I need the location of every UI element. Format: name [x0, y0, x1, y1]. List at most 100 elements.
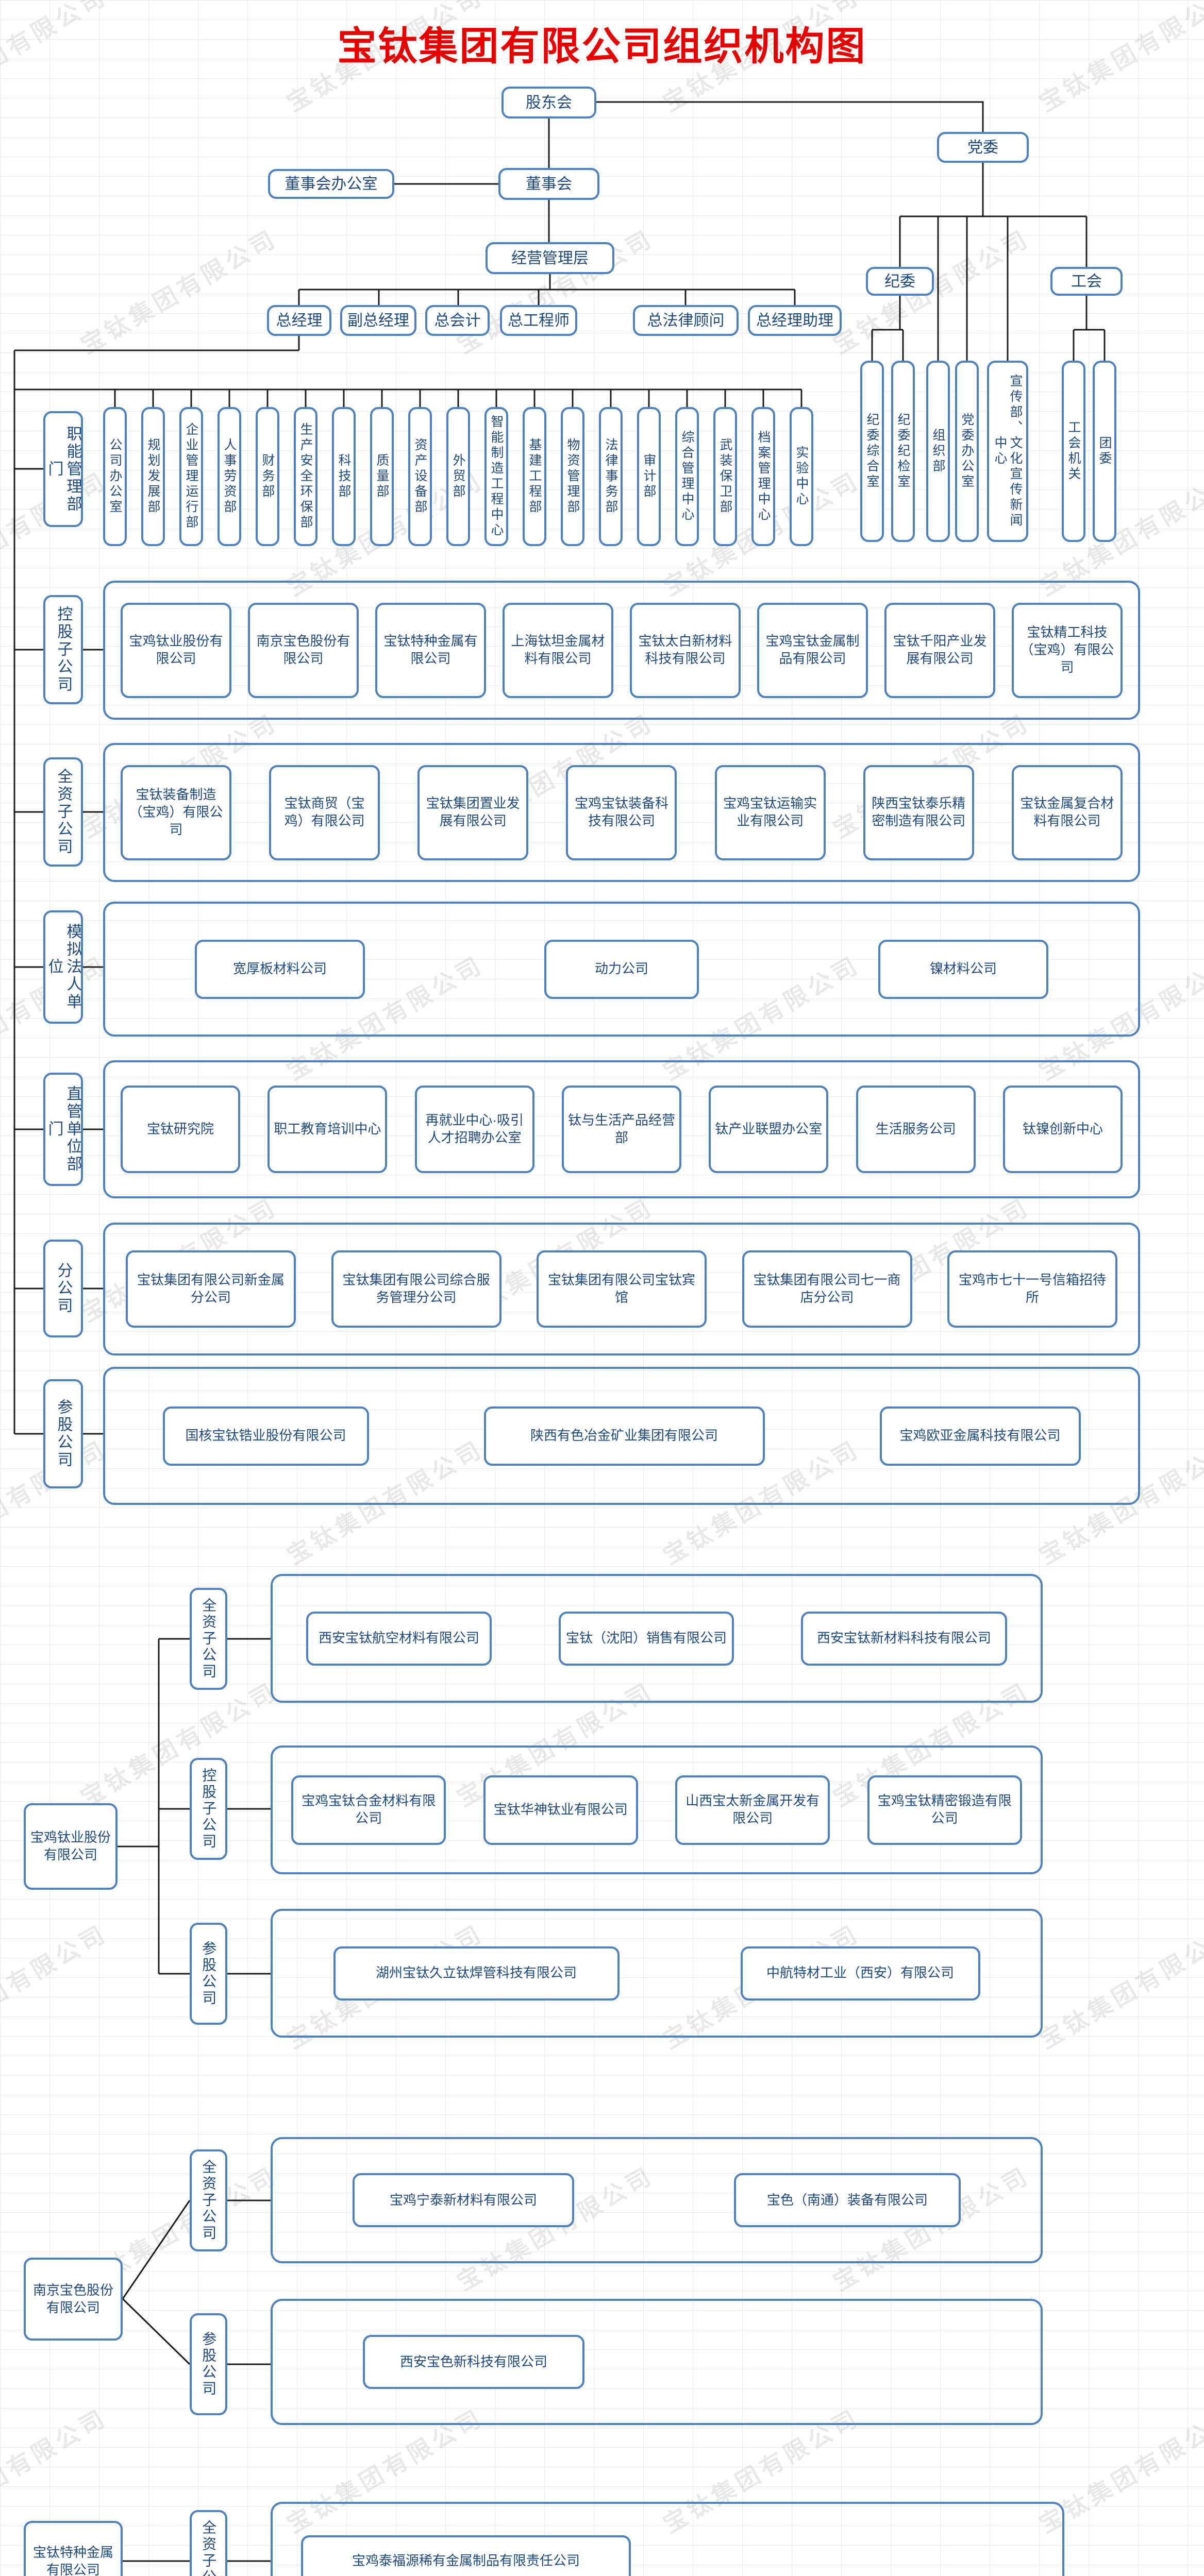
company-box: 宝鸡宝钛运输实业有限公司	[714, 765, 826, 860]
group-container-simulated-units: 宽厚板材料公司 动力公司 镍材料公司	[103, 902, 1140, 1037]
org-box-general-manager: 总经理	[267, 305, 331, 336]
company-box: 镍材料公司	[878, 939, 1048, 999]
group-container-holding: 宝鸡钛业股份有限公司 南京宝色股份有限公司 宝钛特种金属有限公司 上海钛坦金属材…	[103, 581, 1140, 720]
org-box-party-dept: 工会机关	[1062, 361, 1085, 542]
group-container: 宝鸡宁泰新材料有限公司 宝色（南通）装备有限公司	[271, 2137, 1043, 2263]
org-box-dept: 审计部	[637, 407, 661, 546]
company-box: 宝鸡宝钛装备科技有限公司	[566, 765, 677, 860]
company-box: 宝钛特种金属有限公司	[375, 602, 486, 698]
company-box: 宝钛集团置业发展有限公司	[417, 765, 529, 860]
company-box: 宝鸡市七十一号信箱招待所	[947, 1250, 1117, 1328]
org-box-chief-engineer: 总工程师	[500, 305, 577, 336]
org-box-dept: 综合管理中心	[675, 407, 699, 546]
group-label-holding-subsidiaries: 控股子公司	[43, 595, 83, 704]
company-box: 陕西有色冶金矿业集团有限公司	[483, 1406, 765, 1466]
org-box-dept: 资产设备部	[408, 407, 432, 546]
org-box-dept: 基建工程部	[523, 407, 546, 546]
org-box-dept: 科技部	[332, 407, 356, 546]
org-box-dept: 物资管理部	[561, 407, 584, 546]
org-box-dept: 档案管理中心	[751, 407, 775, 546]
org-box-board-office: 董事会办公室	[268, 169, 394, 199]
group-container-equity: 国核宝钛锆业股份有限公司 陕西有色冶金矿业集团有限公司 宝鸡欧亚金属科技有限公司	[103, 1367, 1140, 1505]
org-box-dept: 智能制造工程中心	[484, 407, 508, 546]
company-box: 宝鸡欧亚金属科技有限公司	[879, 1406, 1081, 1466]
company-box: 国核宝钛锆业股份有限公司	[162, 1406, 369, 1466]
group-label-holding: 控股子公司	[190, 1758, 227, 1860]
org-box-dept: 规划发展部	[141, 407, 165, 546]
company-box: 动力公司	[544, 939, 699, 999]
org-box-dept: 外贸部	[446, 407, 470, 546]
company-box: 宝钛千阳产业发展有限公司	[884, 602, 995, 698]
org-box-shareholders-meeting: 股东会	[501, 87, 596, 118]
company-box: 山西宝太新金属开发有限公司	[675, 1775, 830, 1845]
org-box-deputy-general-manager: 副总经理	[340, 305, 416, 336]
org-box-party-dept: 宣传部、文化宣传新闻中心	[987, 361, 1028, 542]
group-container: 宝鸡宝钛合金材料有限公司 宝钛华神钛业有限公司 山西宝太新金属开发有限公司 宝鸡…	[271, 1745, 1043, 1874]
company-box: 宝鸡宁泰新材料有限公司	[353, 2173, 574, 2227]
group-container: 西安宝色新科技有限公司	[271, 2299, 1043, 2425]
company-box: 宝钛华神钛业有限公司	[483, 1775, 638, 1845]
org-box-gm-assistant: 总经理助理	[748, 305, 842, 336]
company-box: 钛与生活产品经营部	[561, 1086, 681, 1173]
org-box-subchart-parent: 南京宝色股份有限公司	[24, 2258, 123, 2341]
company-box: 西安宝色新科技有限公司	[363, 2335, 584, 2389]
group-label-wholly-owned: 全资子公司	[43, 757, 83, 867]
company-box: 宝钛集团有限公司宝钛宾馆	[537, 1250, 707, 1328]
org-box-dept: 质量部	[370, 407, 394, 546]
group-label-wholly-owned: 全资子公司	[190, 2510, 227, 2576]
company-box: 宝钛集团有限公司七一商店分公司	[742, 1250, 912, 1328]
company-box: 宝鸡泰福源稀有金属制品有限责任公司	[301, 2535, 631, 2576]
company-box: 再就业中心·吸引人才招聘办公室	[414, 1086, 534, 1173]
org-box-labor-union: 工会	[1050, 267, 1123, 296]
org-box-dept: 企业管理运行部	[179, 407, 203, 546]
org-box-dept: 财务部	[256, 407, 279, 546]
group-container-direct-units: 宝钛研究院 职工教育培训中心 再就业中心·吸引人才招聘办公室 钛与生活产品经营部…	[103, 1060, 1140, 1198]
company-box: 中航特材工业（西安）有限公司	[740, 1946, 980, 2001]
company-box: 湖州宝钛久立钛焊管科技有限公司	[333, 1946, 620, 2001]
company-box: 宝钛太白新材料科技有限公司	[630, 602, 741, 698]
org-box-chief-accountant: 总会计	[425, 305, 490, 336]
org-box-subchart-parent: 宝钛特种金属有限公司	[24, 2521, 123, 2576]
org-box-dept: 实验中心	[790, 407, 813, 546]
org-box-dept: 法律事务部	[599, 407, 623, 546]
org-box-party-dept: 团委	[1093, 361, 1116, 542]
company-box: 钛镍创新中心	[1002, 1086, 1123, 1173]
company-box: 宝色（南通）装备有限公司	[734, 2173, 961, 2227]
org-box-discipline-committee: 纪委	[866, 267, 934, 296]
company-box: 宝钛研究院	[121, 1086, 240, 1173]
company-box: 南京宝色股份有限公司	[248, 602, 359, 698]
company-box: 宝鸡宝钛金属制品有限公司	[757, 602, 868, 698]
company-box: 西安宝钛航空材料有限公司	[306, 1611, 492, 1666]
org-box-dept: 人事劳资部	[218, 407, 241, 546]
group-container: 西安宝钛航空材料有限公司 宝钛（沈阳）销售有限公司 西安宝钛新材料科技有限公司	[271, 1574, 1043, 1703]
company-box: 宝钛精工科技（宝鸡）有限公司	[1012, 602, 1123, 698]
group-label-direct-units: 直管单位部门	[43, 1073, 83, 1186]
group-container: 湖州宝钛久立钛焊管科技有限公司 中航特材工业（西安）有限公司	[271, 1909, 1043, 2038]
company-box: 宝钛商贸（宝鸡）有限公司	[269, 765, 380, 860]
company-box: 宝钛集团有限公司综合服务管理分公司	[331, 1250, 501, 1328]
company-box: 生活服务公司	[856, 1086, 976, 1173]
group-label-wholly-owned: 全资子公司	[190, 2149, 227, 2251]
org-box-party-committee: 党委	[937, 132, 1029, 163]
org-box-party-dept: 组织部	[926, 361, 950, 542]
company-box: 上海钛坦金属材料有限公司	[503, 602, 613, 698]
group-container-wholly-owned: 宝钛装备制造（宝鸡）有限公司 宝钛商贸（宝鸡）有限公司 宝钛集团置业发展有限公司…	[103, 743, 1140, 882]
org-box-chief-legal-counsel: 总法律顾问	[633, 305, 739, 336]
group-label-equity: 参股公司	[190, 2313, 227, 2415]
company-box: 西安宝钛新材料科技有限公司	[801, 1611, 1007, 1666]
org-box-dept: 公司办公室	[103, 407, 127, 546]
group-container: 宝鸡泰福源稀有金属制品有限责任公司	[271, 2502, 1064, 2576]
chart-title: 宝钛集团有限公司组织机构图	[337, 25, 867, 69]
group-label-simulated-legal-units: 模拟法人单位	[43, 910, 83, 1024]
org-box-dept: 生产安全环保部	[294, 407, 317, 546]
company-box: 钛产业联盟办公室	[709, 1086, 829, 1173]
company-box: 陕西宝钛泰乐精密制造有限公司	[863, 765, 974, 860]
org-box-dept: 武装保卫部	[713, 407, 737, 546]
org-box-management-layer: 经营管理层	[486, 242, 614, 274]
company-box: 宝钛金属复合材料有限公司	[1011, 765, 1123, 860]
company-box: 宝钛装备制造（宝鸡）有限公司	[121, 765, 231, 860]
org-box-subchart-parent: 宝鸡钛业股份有限公司	[24, 1803, 118, 1890]
org-box-party-dept: 纪委综合室	[860, 361, 884, 542]
group-label-equity-companies: 参股公司	[43, 1379, 83, 1488]
